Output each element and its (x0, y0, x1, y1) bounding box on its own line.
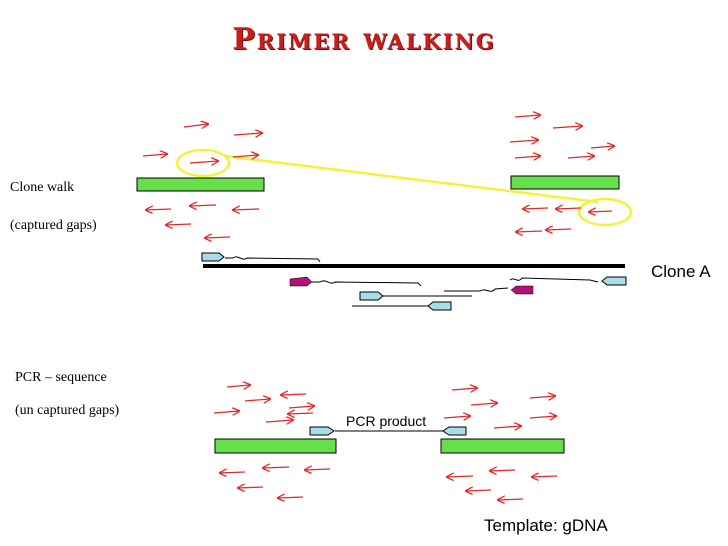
read-trace-4 (509, 277, 599, 283)
pcr-primer-left (309, 426, 335, 436)
forward-primer-arrow-14 (590, 146, 614, 148)
reverse-primer-arrow-28 (288, 413, 314, 414)
captured-gaps-label: (captured gaps) (10, 218, 97, 233)
template-label: Template: gDNA (484, 516, 608, 535)
read-trace-1 (225, 256, 321, 263)
pcr-primer-right (442, 426, 467, 436)
reverse-primer-arrow-29 (263, 467, 290, 468)
forward-primer-arrow-2 (233, 133, 262, 135)
uncaptured-gaps-label: (un captured gaps) (15, 403, 120, 418)
forward-primer-arrow-16 (567, 156, 594, 158)
forward-primer-arrow-5 (232, 155, 258, 157)
reverse-primer-arrow-20 (516, 231, 543, 232)
primer-clonea-3 (359, 291, 384, 301)
reverse-primer-arrow-18 (556, 208, 582, 209)
reverse-primer-arrow-21 (546, 229, 572, 230)
contig-left-top (136, 177, 265, 192)
forward-primer-arrow-39 (493, 426, 521, 428)
reverse-primer-arrow-32 (238, 487, 264, 488)
reverse-primer-arrow-40 (447, 476, 474, 477)
reverse-primer-arrow-42 (532, 476, 558, 477)
clone-walk-label: Clone walk (10, 180, 75, 195)
read-trace-2 (312, 280, 422, 287)
primer-clonea-1 (201, 252, 225, 262)
primer-clonea-2 (601, 276, 627, 286)
contig-right-bottom (440, 438, 565, 454)
forward-primer-arrow-11 (514, 115, 540, 117)
forward-primer-arrow-35 (470, 403, 497, 405)
reverse-primer-arrow-19 (589, 211, 613, 212)
reverse-primer-arrow-41 (490, 470, 516, 471)
highlight-circle-right (577, 197, 633, 227)
contig-right-top (510, 175, 620, 190)
primer-arrows (142, 115, 614, 500)
read-trace-3 (444, 287, 509, 292)
primer-clonea-4 (427, 301, 452, 311)
forward-primer-arrow-4 (189, 161, 218, 163)
highlight-circle-left (175, 148, 231, 178)
reverse-primer-arrow-30 (305, 469, 331, 470)
forward-primer-arrow-26 (288, 406, 314, 408)
reverse-primer-arrow-10 (205, 237, 231, 238)
forward-primer-arrow-38 (529, 416, 556, 418)
forward-primer-arrow-15 (514, 156, 540, 158)
pcr-product-label: PCR product (346, 413, 427, 429)
primer-clonea-magenta-1 (289, 276, 313, 287)
forward-primer-arrow-22 (226, 385, 250, 387)
reverse-primer-arrow-43 (466, 490, 492, 491)
primer-clonea-magenta-2 (510, 285, 534, 295)
reverse-primer-arrow-9 (166, 224, 192, 225)
forward-primer-arrow-12 (552, 126, 582, 128)
reverse-primer-arrow-7 (233, 209, 260, 210)
forward-primer-arrow-3 (142, 154, 167, 156)
page-title: Primer walking (232, 22, 496, 57)
pcr-sequence-label: PCR – sequence (15, 370, 107, 385)
forward-primer-arrow-34 (451, 388, 477, 390)
reverse-primer-arrow-8 (146, 209, 172, 210)
reverse-primer-arrow-17 (523, 208, 549, 209)
reverse-primer-arrow-33 (278, 497, 304, 498)
contig-left-bottom (214, 438, 337, 454)
reverse-primer-arrow-31 (220, 472, 246, 473)
reverse-primer-arrow-27 (281, 394, 307, 395)
reverse-primer-arrow-6 (190, 205, 217, 206)
highlight-connector (224, 154, 599, 204)
forward-primer-arrow-36 (529, 396, 555, 398)
forward-primer-arrow-13 (509, 140, 538, 142)
reverse-primer-arrow-44 (498, 499, 524, 500)
forward-primer-arrow-1 (183, 124, 208, 127)
forward-primer-arrow-37 (443, 416, 470, 418)
forward-primer-arrow-25 (265, 420, 293, 422)
forward-primer-arrow-23 (244, 399, 270, 401)
forward-primer-arrow-24 (213, 411, 239, 413)
clone-a-label: Clone A (651, 262, 711, 281)
